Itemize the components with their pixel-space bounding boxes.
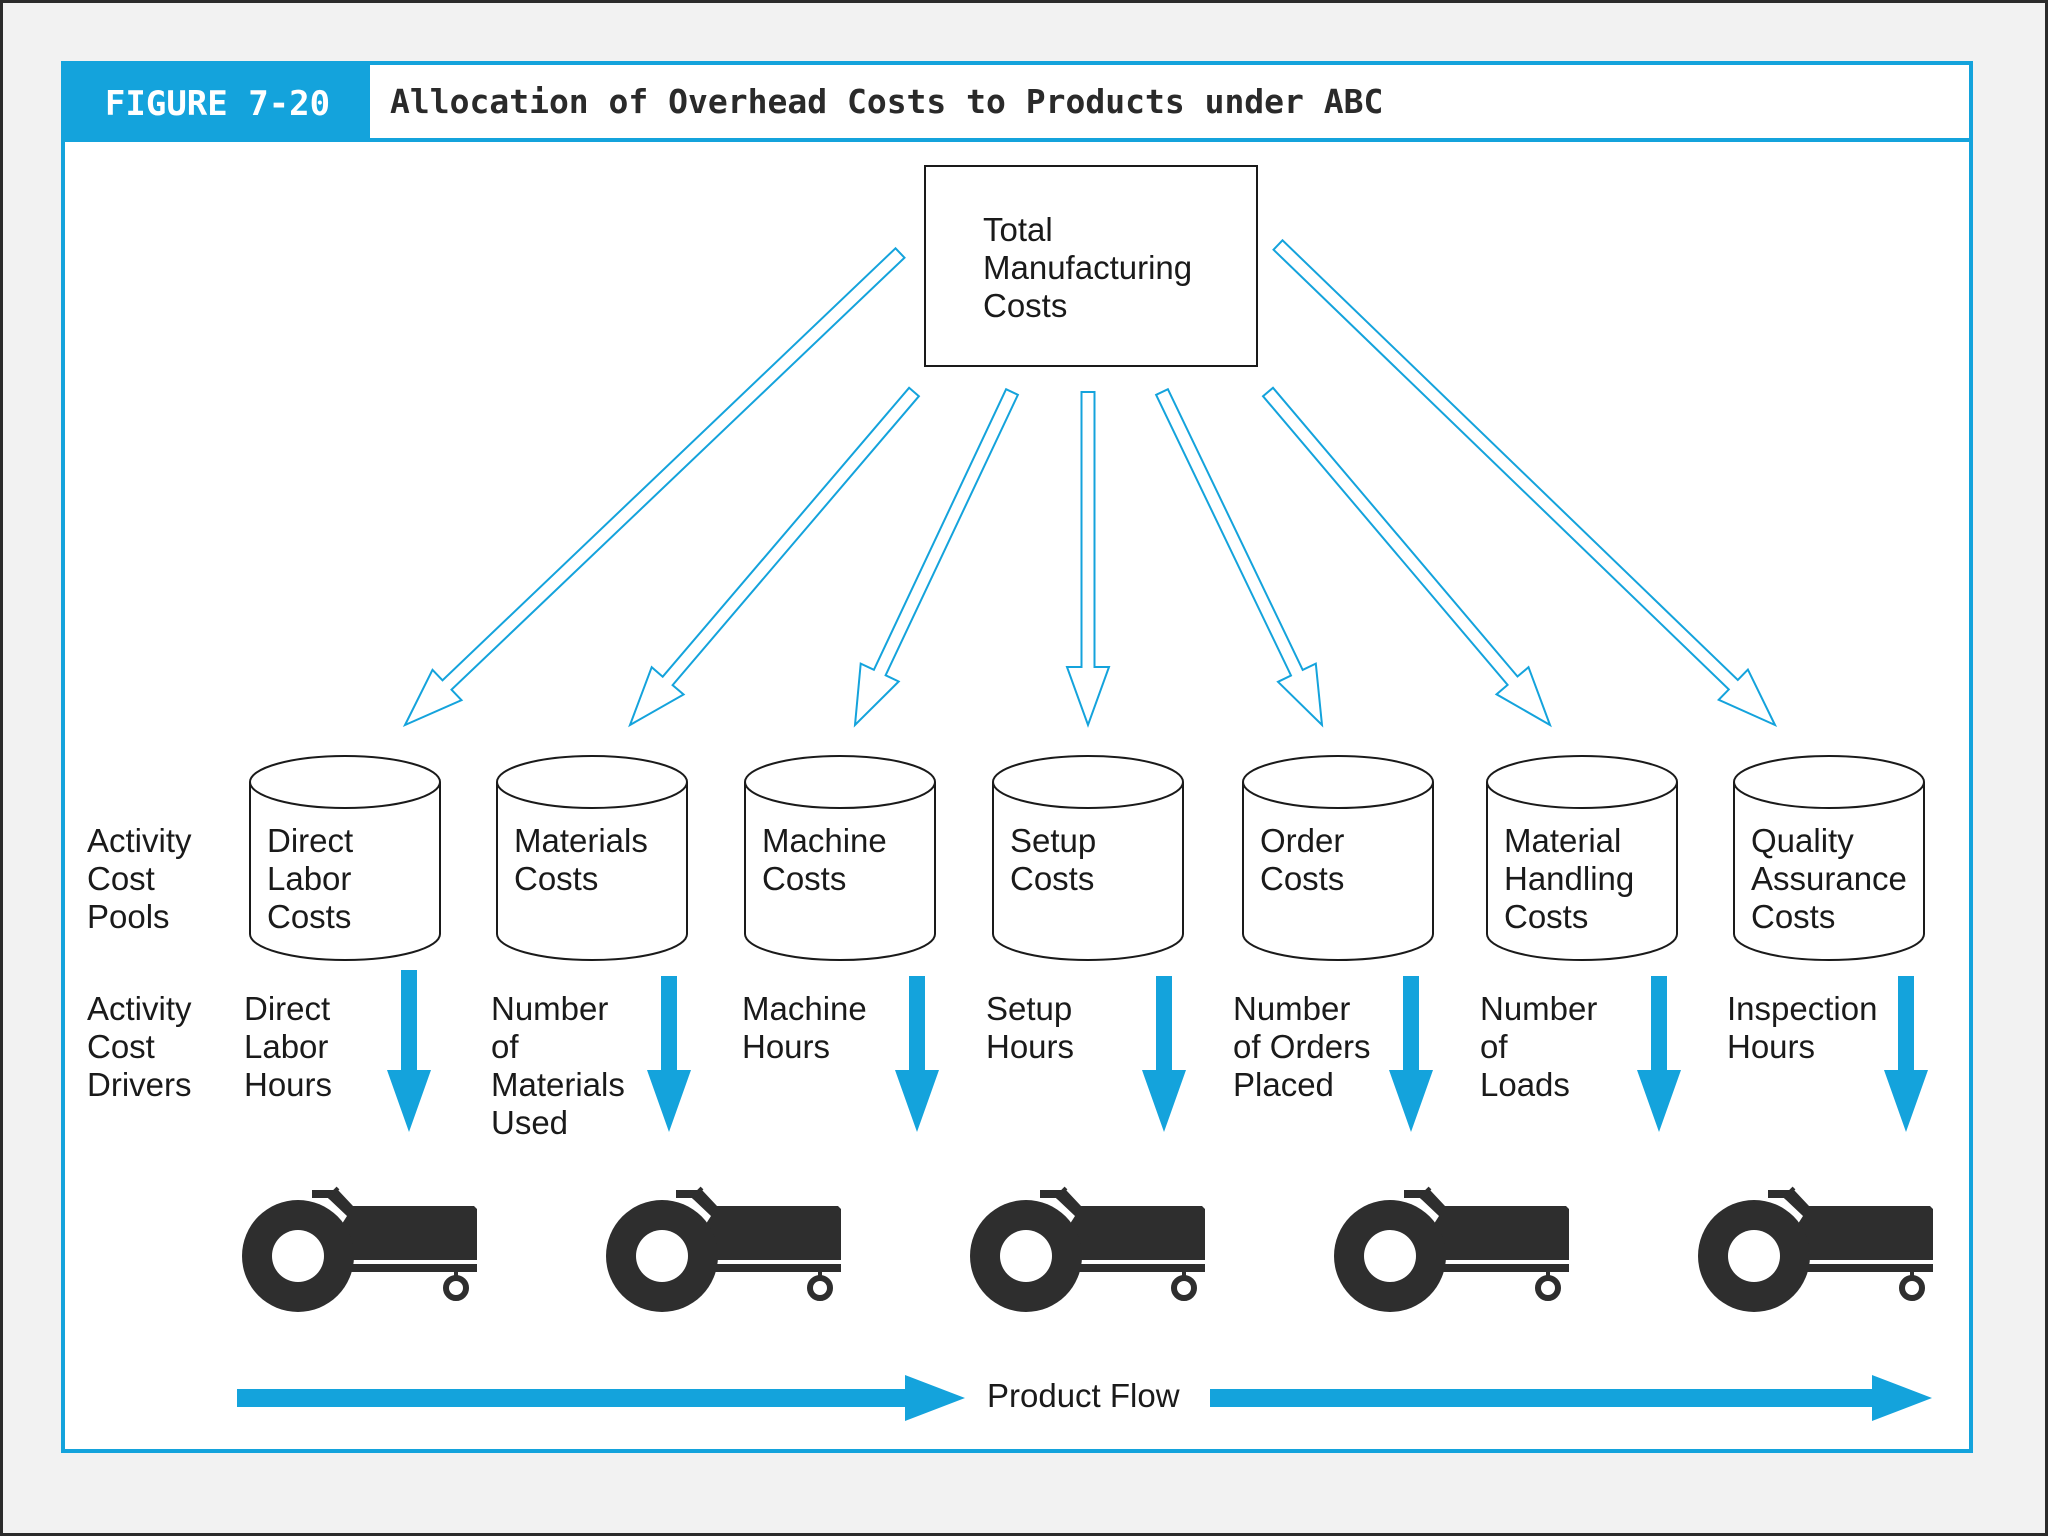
cost-driver-label: Inspection Hours [1727,990,1878,1065]
allocation-arrow-2 [628,386,921,728]
driver-arrow [895,976,939,1132]
driver-arrow [1389,976,1433,1132]
allocation-arrow-7 [1272,238,1778,728]
cost-pool-cylinder-top [1486,755,1678,809]
driver-arrow [1637,976,1681,1132]
driver-arrow [387,970,431,1132]
tractor-icon [1698,1186,1933,1312]
cost-pool-cylinder [1486,782,1678,961]
total-costs-label: Total Manufacturing Costs [983,211,1193,324]
cost-pool-cylinder [1242,782,1434,961]
cost-pool-cylinder [744,782,936,961]
driver-arrow [1884,976,1928,1132]
tractor-icon [970,1186,1205,1312]
cost-pools [249,755,1925,961]
allocation-arrow-4 [1065,391,1111,728]
cost-driver-label: Setup Hours [986,990,1075,1065]
product-flow-label: Product Flow [987,1377,1180,1414]
allocation-arrow-5 [1154,387,1324,728]
cost-pool-cylinder-top [1242,755,1434,809]
cost-driver-label: Number of Materials Used [491,990,625,1141]
cost-pool-label: Direct Labor Costs [267,822,354,935]
allocation-arrow-6 [1261,386,1552,728]
product-flow-arrow-left [237,1375,965,1421]
cost-driver-label: Number of Loads [1480,990,1598,1103]
cost-pool-cylinder-top [249,755,441,809]
cost-pool-cylinder-top [744,755,936,809]
figure-label: FIGURE 7-20 [65,65,370,142]
driver-arrow [1142,976,1186,1132]
cost-pool-cylinder [992,782,1184,961]
tractor-icon [606,1186,841,1312]
tractor-icon [1334,1186,1569,1312]
cost-pool-label: Material Handling Costs [1504,822,1635,935]
product-flow-arrow-right [1210,1375,1932,1421]
total-costs-box [924,165,1258,367]
activity-cost-drivers-label: Activity Cost Drivers [87,990,192,1103]
cost-driver-label: Machine Hours [742,990,867,1065]
figure-title: Allocation of Overhead Costs to Products… [370,65,1969,142]
tractor-icon [242,1186,477,1312]
cost-pool-label: Quality Assurance Costs [1751,822,1907,935]
allocation-arrows [402,238,1778,728]
cost-pool-cylinder [496,782,688,961]
cost-pool-label: Materials Costs [514,822,648,897]
cost-pool-cylinder [249,782,441,961]
cost-pool-cylinder-top [992,755,1184,809]
cost-driver-label: Number of Orders Placed [1233,990,1371,1103]
allocation-arrow-1 [402,246,906,728]
product-flow [237,1375,1932,1421]
cost-pool-cylinder-top [1733,755,1925,809]
cost-driver-label: Direct Labor Hours [244,990,333,1103]
driver-arrow [647,976,691,1132]
cost-pool-label: Machine Costs [762,822,887,897]
products [242,1186,1933,1312]
cost-pool-cylinder [1733,782,1925,961]
activity-cost-pools-label: Activity Cost Pools [87,822,192,935]
allocation-arrow-3 [853,387,1020,728]
driver-arrows [387,970,1928,1132]
cost-pool-cylinder-top [496,755,688,809]
cost-pool-label: Order Costs [1260,822,1345,897]
cost-pool-label: Setup Costs [1010,822,1097,897]
